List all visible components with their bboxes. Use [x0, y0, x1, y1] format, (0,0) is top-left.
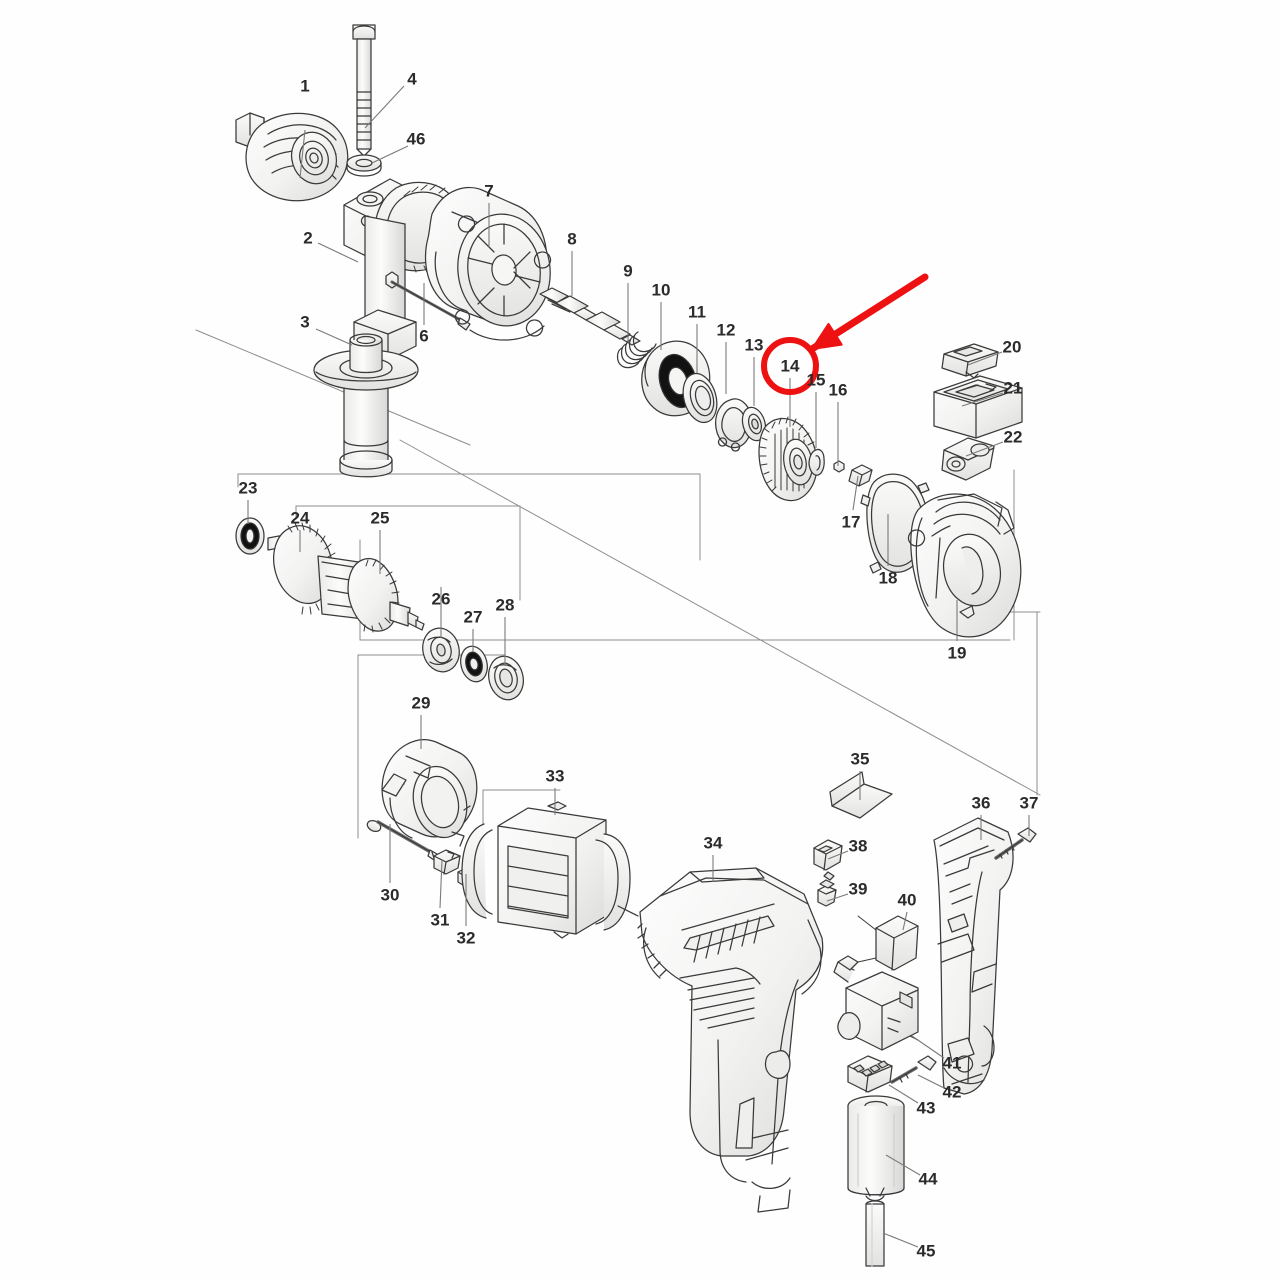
part-number-21: 21 — [1003, 378, 1023, 398]
part-number-31: 31 — [430, 910, 450, 930]
leader-line — [917, 1074, 945, 1089]
part-number-1: 1 — [300, 76, 310, 96]
part-number-43: 43 — [916, 1098, 936, 1118]
part-number-34: 34 — [703, 833, 723, 853]
leader-line — [885, 1154, 921, 1176]
part-number-46: 46 — [406, 129, 426, 149]
leader-line — [364, 85, 405, 129]
leader-lines — [247, 85, 1030, 1248]
leader-line — [852, 475, 859, 511]
part-number-16: 16 — [828, 380, 848, 400]
part-number-9: 9 — [623, 261, 633, 281]
part-number-7: 7 — [484, 181, 494, 201]
part-number-45: 45 — [916, 1241, 936, 1261]
part-number-25: 25 — [370, 508, 390, 528]
part-number-27: 27 — [463, 607, 483, 627]
part-number-8: 8 — [567, 229, 577, 249]
leader-line — [371, 145, 409, 164]
part-number-6: 6 — [419, 326, 429, 346]
part-number-44: 44 — [918, 1169, 938, 1189]
part-number-2: 2 — [303, 228, 313, 248]
part-number-23: 23 — [238, 478, 258, 498]
leader-line — [902, 911, 908, 931]
part-number-35: 35 — [850, 749, 870, 769]
leader-line — [827, 850, 849, 860]
part-number-4: 4 — [407, 69, 417, 89]
leader-line — [965, 441, 1004, 457]
part-number-13: 13 — [744, 335, 764, 355]
part-number-18: 18 — [878, 568, 898, 588]
leader-line — [439, 859, 443, 909]
part-number-22: 22 — [1003, 427, 1023, 447]
leader-line — [315, 328, 353, 346]
part-number-12: 12 — [716, 320, 736, 340]
part-number-29: 29 — [411, 693, 431, 713]
part-number-24: 24 — [290, 508, 310, 528]
part-number-19: 19 — [947, 643, 967, 663]
part-number-26: 26 — [431, 589, 451, 609]
part-number-38: 38 — [848, 836, 868, 856]
part-number-40: 40 — [897, 890, 917, 910]
part-number-41: 41 — [942, 1053, 962, 1073]
part-number-17: 17 — [841, 512, 861, 532]
leader-line — [882, 1232, 919, 1248]
leader-line — [299, 129, 306, 179]
part-number-15: 15 — [806, 370, 826, 390]
annotation-circle — [761, 337, 819, 395]
part-number-42: 42 — [942, 1082, 962, 1102]
leader-line — [967, 351, 1003, 366]
part-number-30: 30 — [380, 885, 400, 905]
part-number-20: 20 — [1002, 337, 1022, 357]
part-number-32: 32 — [456, 928, 476, 948]
leader-line — [317, 242, 359, 263]
part-number-33: 33 — [545, 766, 565, 786]
leader-line — [826, 893, 849, 902]
leader-line — [961, 392, 1004, 407]
part-number-36: 36 — [971, 793, 991, 813]
leader-line — [888, 1084, 919, 1104]
part-number-37: 37 — [1019, 793, 1039, 813]
part-number-3: 3 — [300, 312, 310, 332]
part-number-10: 10 — [651, 280, 671, 300]
annotation-arrow-head — [811, 322, 843, 350]
part-number-28: 28 — [495, 595, 515, 615]
leader-line — [911, 1035, 945, 1059]
part-number-11: 11 — [688, 302, 706, 322]
red-annotation — [761, 273, 929, 395]
part-number-14: 14 — [780, 356, 800, 376]
part-number-39: 39 — [848, 879, 868, 899]
